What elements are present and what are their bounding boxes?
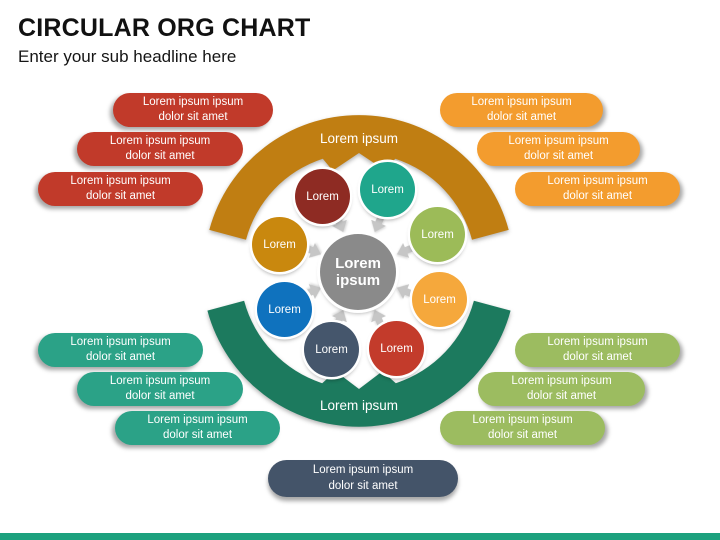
bottom-arc-label: Lorem ipsum — [319, 398, 399, 413]
callout-bottom-left-3: Lorem ipsum ipsum dolor sit amet — [115, 411, 280, 445]
circle-left-lower: Lorem — [257, 282, 312, 337]
pill-line1: Lorem ipsum ipsum — [471, 95, 572, 108]
circle-left-upper: Lorem — [252, 217, 307, 272]
callout-top-right-3: Lorem ipsum ipsum dolor sit amet — [515, 172, 680, 206]
sub-headline: Enter your sub headline here — [18, 47, 237, 66]
arrow-icon — [367, 214, 389, 236]
callout-bottom-left-2: Lorem ipsum ipsum dolor sit amet — [77, 372, 243, 406]
circle-bottom-right: Lorem — [369, 321, 424, 376]
pill-line1: Lorem ipsum ipsum — [508, 134, 609, 147]
pill-line1: Lorem ipsum ipsum — [472, 413, 573, 426]
circle-label: Lorem — [315, 343, 348, 356]
pill-line2: dolor sit amet — [523, 150, 594, 162]
footer-accent-bar — [0, 533, 720, 540]
top-arc-shape — [209, 115, 509, 240]
callout-bottom-right-3: Lorem ipsum ipsum dolor sit amet — [440, 411, 605, 445]
pill-line2: dolor sit amet — [125, 390, 195, 402]
circle-right-upper: Lorem — [410, 207, 465, 262]
pill-line1: Lorem ipsum ipsum — [312, 464, 414, 477]
circle-label: Lorem — [268, 303, 301, 316]
callout-bottom-right-2: Lorem ipsum ipsum dolor sit amet — [478, 372, 645, 406]
callout-top-left-2: Lorem ipsum ipsum dolor sit amet — [77, 132, 243, 166]
circle-label: Lorem — [306, 190, 339, 203]
pill-line2: dolor sit amet — [158, 111, 228, 123]
pill-line1: Lorem ipsum ipsum — [147, 413, 248, 426]
callout-bottom-left-1: Lorem ipsum ipsum dolor sit amet — [38, 333, 203, 367]
pill-line1: Lorem ipsum ipsum — [70, 335, 171, 348]
pill-line2: dolor sit amet — [85, 351, 156, 363]
pill-line2: dolor sit amet — [162, 429, 233, 441]
circle-right-lower: Lorem — [412, 272, 467, 327]
pill-line1: Lorem ipsum ipsum — [511, 374, 612, 387]
pill-line2: dolor sit amet — [562, 190, 633, 202]
pill-line1: Lorem ipsum ipsum — [142, 95, 244, 108]
circle-label: Lorem — [423, 293, 456, 306]
pill-line2: dolor sit amet — [526, 390, 597, 402]
circle-label: Lorem — [263, 238, 296, 251]
callout-top-right-1: Lorem ipsum ipsum dolor sit amet — [440, 93, 603, 127]
circle-bottom-left: Lorem — [304, 322, 359, 377]
pill-line1: Lorem ipsum ipsum — [109, 374, 211, 387]
pill-line1: Lorem ipsum ipsum — [109, 134, 211, 147]
callout-top-right-2: Lorem ipsum ipsum dolor sit amet — [477, 132, 640, 166]
center-circle: Lorem ipsum — [320, 234, 396, 310]
callout-top-left-3: Lorem ipsum ipsum dolor sit amet — [38, 172, 203, 206]
page-title: CIRCULAR ORG CHART — [18, 14, 311, 42]
pill-line1: Lorem ipsum ipsum — [70, 174, 171, 187]
pill-line1: Lorem ipsum ipsum — [547, 174, 648, 187]
circle-top-right: Lorem — [360, 162, 415, 217]
circle-top-left: Lorem — [295, 169, 350, 224]
callout-bottom-right-1: Lorem ipsum ipsum dolor sit amet — [515, 333, 680, 367]
pill-line2: dolor sit amet — [562, 351, 633, 363]
pill-line2: dolor sit amet — [328, 479, 398, 492]
pill-line2: dolor sit amet — [125, 150, 195, 162]
circle-label: Lorem — [371, 183, 404, 196]
top-arc-label: Lorem ipsum — [319, 131, 399, 146]
callout-bottom-center: Lorem ipsum ipsum dolor sit amet — [268, 460, 458, 497]
bottom-arc-shape — [207, 300, 511, 427]
pill-line2: dolor sit amet — [487, 429, 558, 441]
pill-line2: dolor sit amet — [85, 190, 156, 202]
circle-label: Lorem — [380, 342, 413, 355]
pill-line2: dolor sit amet — [486, 111, 557, 123]
callout-top-left-1: Lorem ipsum ipsum dolor sit amet — [113, 93, 273, 127]
center-circle-label: Lorem ipsum — [335, 254, 381, 289]
pill-line1: Lorem ipsum ipsum — [547, 335, 648, 348]
circle-label: Lorem — [421, 228, 454, 241]
